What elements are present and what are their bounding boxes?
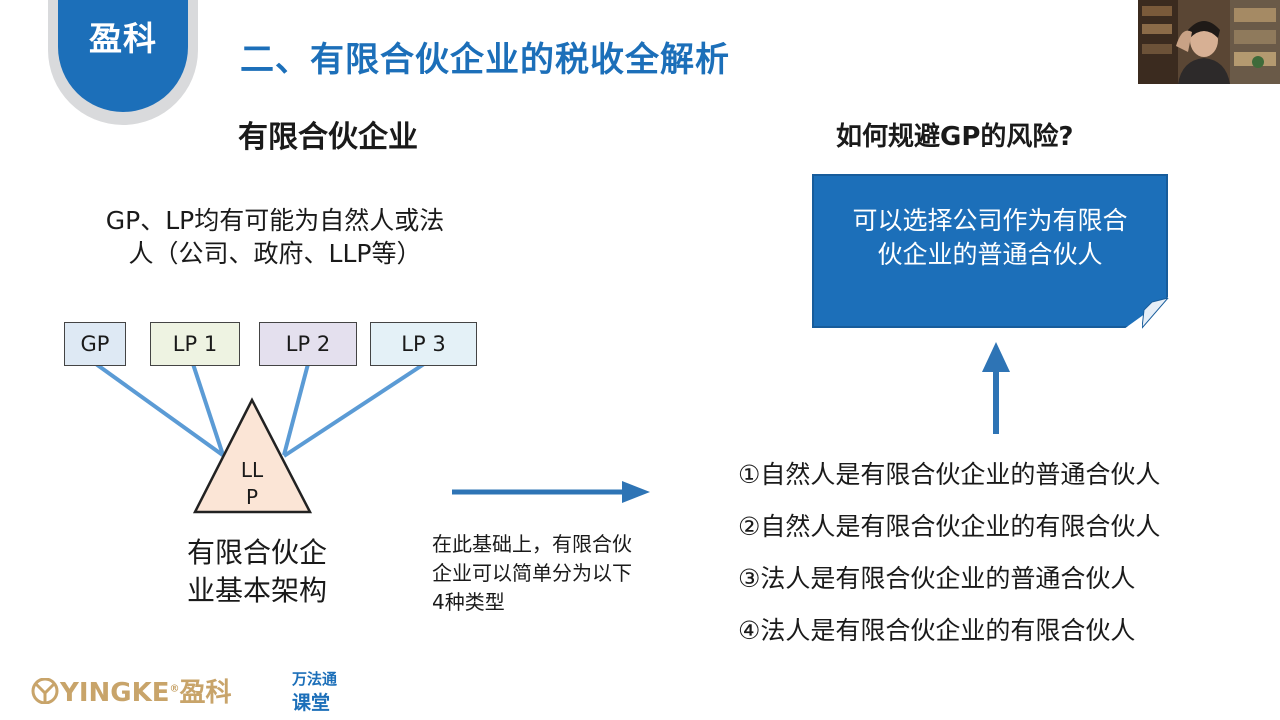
transition-line-3: 4种类型 (432, 590, 505, 614)
brand-badge (58, 0, 188, 112)
structure-caption: 有限合伙企 业基本架构 (172, 534, 342, 610)
course-label-2: 课堂 (292, 692, 331, 714)
llp-triangle (192, 397, 313, 514)
partner-box-lp1: LP 1 (150, 322, 240, 366)
caption-line-1: 有限合伙企 (186, 536, 327, 569)
desc-line-1: GP、LP均有可能为自然人或法 (105, 206, 445, 235)
answer-box (812, 174, 1168, 328)
partner-description: GP、LP均有可能为自然人或法 人（公司、政府、LLP等） (70, 204, 480, 270)
answer-text: 可以选择公司作为有限合 伙企业的普通合伙人 (812, 204, 1168, 272)
partner-box-lp3: LP 3 (370, 322, 477, 366)
course-label-1: 万法通 (292, 670, 338, 688)
badge-text: 盈科 (89, 19, 157, 58)
up-arrow-icon (982, 342, 1010, 372)
yingke-logo-icon (31, 677, 59, 705)
yingke-logo: YINGKE®盈科 (30, 672, 232, 709)
logo-registered: ® (169, 683, 180, 695)
presenter-webcam (1138, 0, 1280, 84)
transition-text: 在此基础上，有限合伙 企业可以简单分为以下 4种类型 (432, 530, 692, 617)
logo-text-en: YINGKE (60, 678, 170, 708)
llp-label: LL P (232, 457, 272, 511)
page-fold-icon (1142, 298, 1169, 329)
transition-line-2: 企业可以简单分为以下 (432, 561, 632, 585)
transition-line-1: 在此基础上，有限合伙 (432, 532, 632, 556)
type-item-4: ④法人是有限合伙企业的有限合伙人 (738, 616, 1136, 645)
slide-title: 二、有限合伙企业的税收全解析 (240, 40, 730, 80)
answer-line-2: 伙企业的普通合伙人 (877, 240, 1103, 269)
type-item-3: ③法人是有限合伙企业的普通合伙人 (738, 564, 1136, 593)
right-arrow-icon (622, 481, 650, 503)
answer-line-1: 可以选择公司作为有限合 (852, 206, 1128, 235)
logo-text-cn: 盈科 (179, 678, 232, 708)
caption-line-2: 业基本架构 (186, 574, 327, 607)
partner-box-lp2: LP 2 (259, 322, 357, 366)
type-item-2: ②自然人是有限合伙企业的有限合伙人 (738, 512, 1161, 541)
desc-line-2: 人（公司、政府、LLP等） (128, 239, 422, 268)
llp-label-line-1: LL (240, 458, 264, 482)
webcam-image (1138, 0, 1280, 84)
left-heading: 有限合伙企业 (238, 120, 418, 155)
right-heading: 如何规避GP的风险? (836, 122, 1074, 152)
type-item-1: ①自然人是有限合伙企业的普通合伙人 (738, 460, 1161, 489)
llp-label-line-2: P (245, 485, 259, 509)
partner-box-gp: GP (64, 322, 126, 366)
